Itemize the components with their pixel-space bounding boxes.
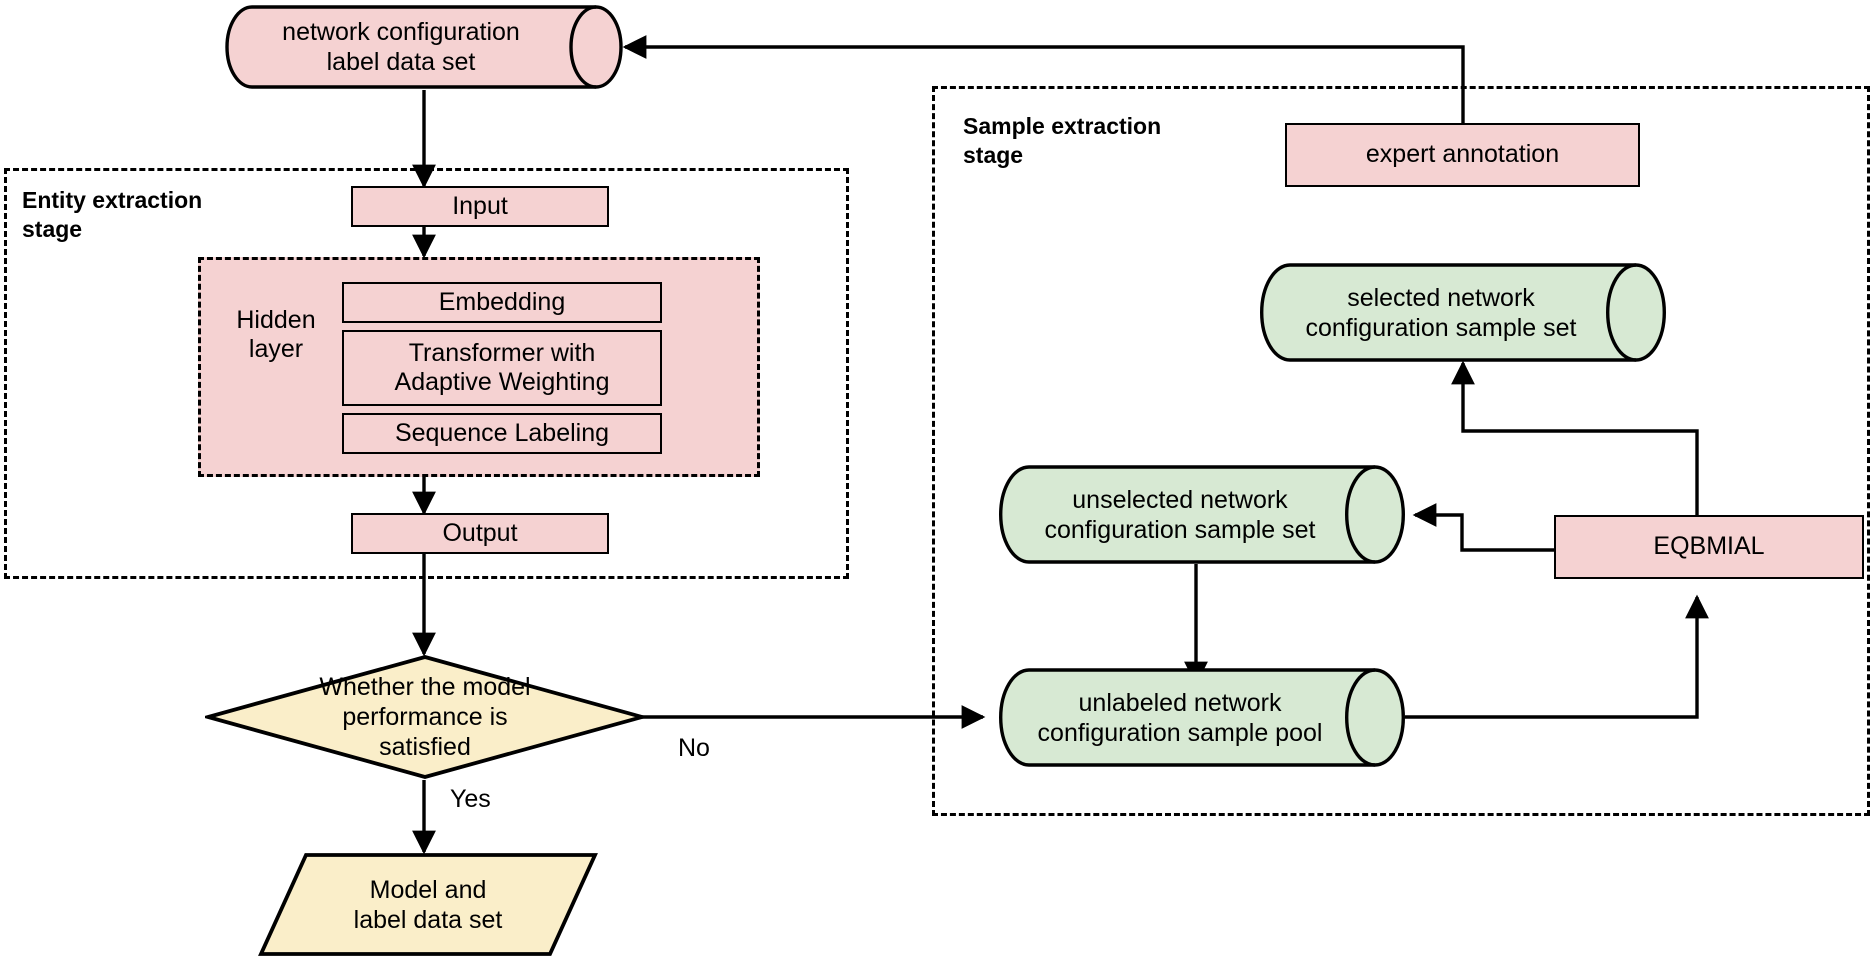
sample-extraction-stage-label: Sample extraction stage [963, 113, 1162, 168]
node-unselected-set-text: unselected network configuration sample … [1044, 485, 1316, 544]
node-expert-annotation-label: expert annotation [1365, 140, 1560, 169]
node-embedding-label: Embedding [438, 287, 566, 316]
node-transformer-adaptive-weighting[interactable]: Transformer with Adaptive Weighting [342, 330, 662, 406]
node-eqbmial[interactable]: EQBMIAL [1554, 515, 1864, 579]
node-transformer-label: Transformer with Adaptive Weighting [394, 338, 610, 397]
entity-extraction-stage-label: Entity extraction stage [22, 187, 203, 242]
node-eqbmial-label: EQBMIAL [1653, 532, 1765, 561]
node-model-and-label-data-set[interactable] [258, 852, 598, 957]
node-sequence-labeling[interactable]: Sequence Labeling [342, 413, 662, 454]
edge-label-yes: Yes [450, 785, 491, 813]
node-hidden-layer-label: Hidden layer [216, 300, 336, 370]
node-output[interactable]: Output [351, 513, 609, 554]
node-unlabeled-pool-text: unlabeled network configuration sample p… [1037, 688, 1323, 747]
node-network-configuration-label-data-set[interactable] [224, 4, 624, 90]
edge-label-no: No [678, 734, 710, 762]
node-unselected-network-configuration-sample-set[interactable] [997, 464, 1407, 565]
node-input[interactable]: Input [351, 186, 609, 227]
node-hidden-layer-text: Hidden layer [236, 305, 316, 364]
sample-extraction-stage-box [932, 86, 1870, 816]
node-model-and-label-data-set-text: Model and label data set [353, 875, 503, 934]
node-sequence-labeling-label: Sequence Labeling [394, 418, 610, 447]
node-expert-annotation[interactable]: expert annotation [1285, 123, 1640, 187]
node-decision-text: Whether the model performance is satisfi… [319, 673, 531, 761]
node-embedding[interactable]: Embedding [342, 282, 662, 323]
node-unlabeled-network-configuration-sample-pool[interactable] [997, 667, 1407, 768]
node-network-configuration-label-data-set-text: network configuration label data set [282, 18, 520, 76]
node-selected-set-text: selected network configuration sample se… [1305, 283, 1577, 342]
node-selected-network-configuration-sample-set[interactable] [1258, 262, 1668, 363]
node-decision-model-performance[interactable] [205, 654, 645, 780]
node-output-label: Output [442, 518, 518, 547]
node-input-label: Input [452, 191, 508, 220]
entity-extraction-stage-box [4, 168, 849, 579]
